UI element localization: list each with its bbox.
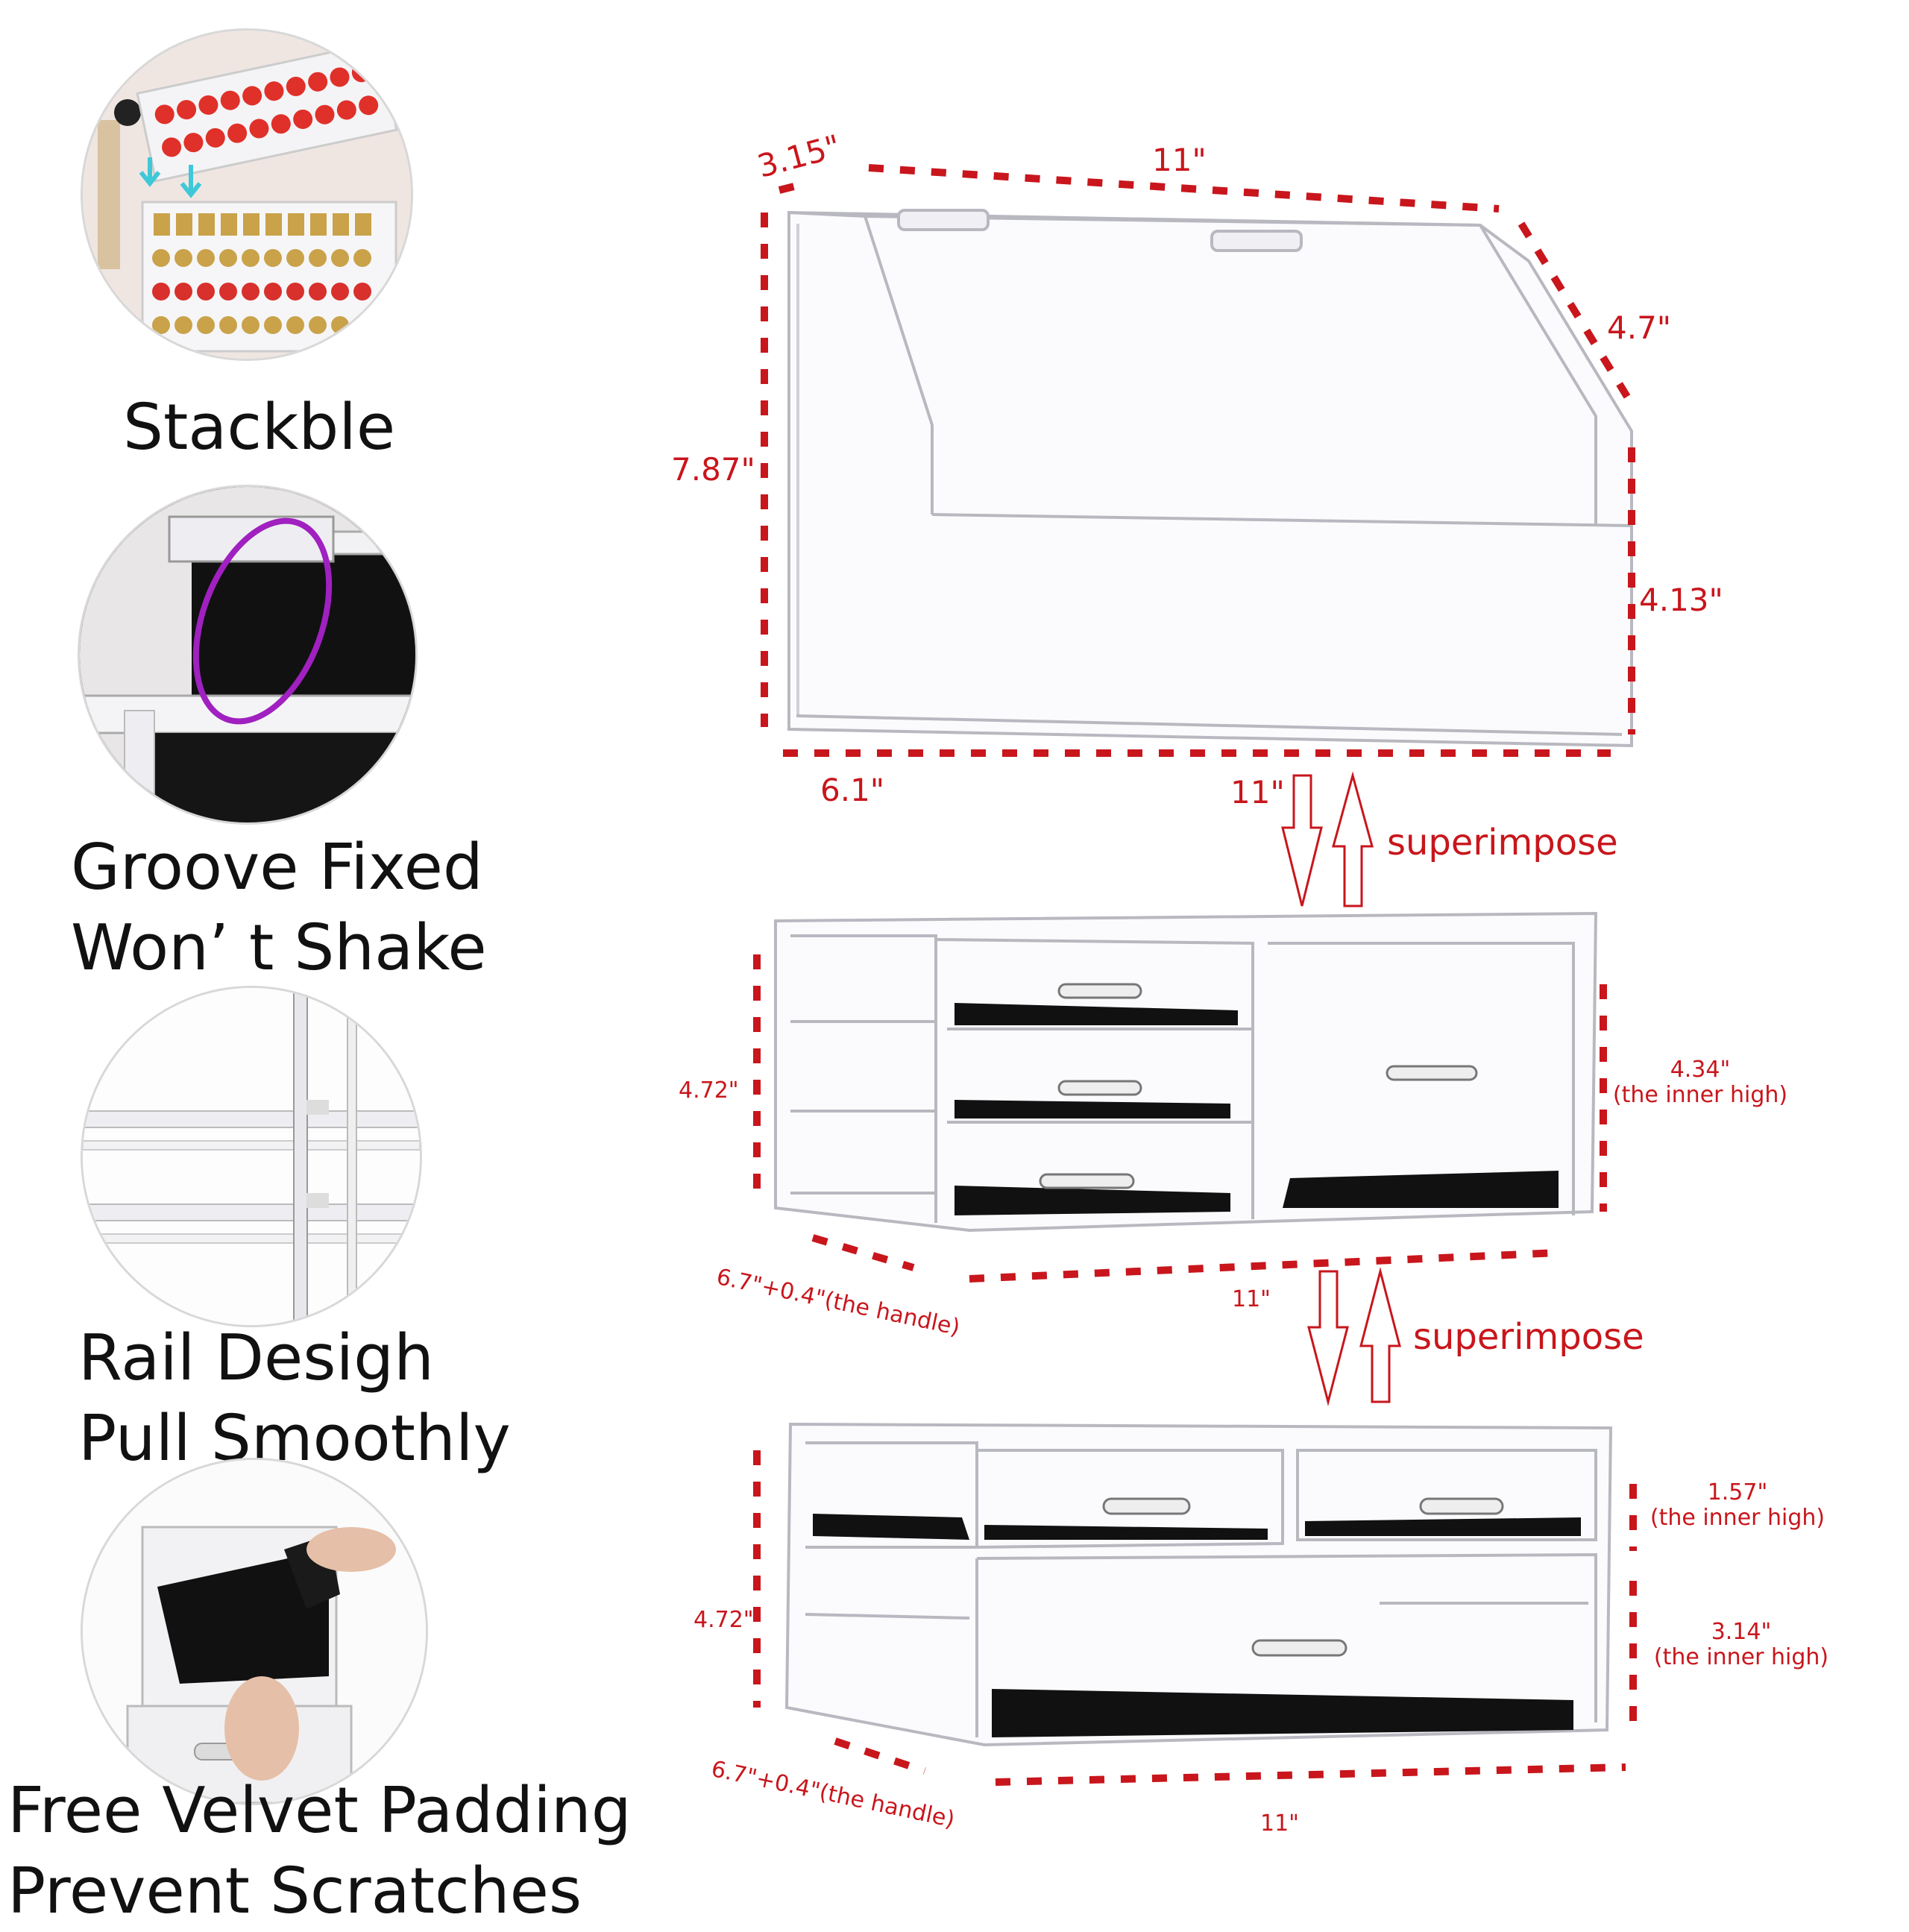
- dim-bottom-height: 4.72": [694, 1607, 754, 1633]
- arrow-up-1: [1332, 771, 1374, 907]
- rail-photo: [81, 986, 422, 1327]
- dim-bottom-width: 11": [1260, 1810, 1299, 1837]
- middle-handles: [1039, 983, 1478, 1189]
- bottom-velvet-pads: [813, 1514, 1581, 1737]
- bottom-drawer-unit: [784, 1422, 1613, 1747]
- dim-top-height: 7.87": [671, 451, 755, 488]
- superimpose-label-1: superimpose: [1387, 822, 1618, 863]
- dim-top-slope: 4.7": [1607, 309, 1672, 346]
- middle-velvet-pads: [954, 1003, 1559, 1215]
- dim-top-lower-height: 4.13": [1639, 582, 1723, 618]
- top-lid-unit: [787, 209, 1633, 748]
- arrow-down-2: [1307, 1270, 1349, 1406]
- superimpose-label-2: superimpose: [1413, 1316, 1644, 1358]
- dim-top-width: 11": [1152, 142, 1207, 178]
- feature-groove-label: Groove Fixed Won’ t Shake: [71, 831, 487, 985]
- middle-dimension-lines: [753, 954, 1607, 1283]
- stackable-photo: [81, 28, 413, 361]
- dim-middle-width: 11": [1232, 1286, 1271, 1312]
- middle-drawer-unit: [774, 911, 1598, 1233]
- dim-top-depth-bottom: 6.1": [820, 772, 885, 808]
- dim-bottom-inner-bottom: 3.14" (the inner high): [1653, 1619, 1829, 1670]
- velvet-photo: [81, 1458, 428, 1805]
- feature-stackable-label: Stackble: [123, 391, 396, 465]
- bottom-dimension-lines: [753, 1450, 1637, 1786]
- dim-middle-inner: 4.34" (the inner high): [1612, 1057, 1788, 1108]
- top-dimension-lines: [761, 164, 1637, 757]
- dim-middle-height: 4.72": [679, 1077, 739, 1104]
- groove-photo: [78, 485, 418, 825]
- arrow-up-2: [1359, 1267, 1401, 1403]
- dim-bottom-inner-top: 1.57" (the inner high): [1649, 1479, 1825, 1531]
- bottom-handles: [1102, 1497, 1504, 1657]
- dim-top-width-bottom: 11": [1230, 774, 1285, 811]
- arrow-down-1: [1281, 774, 1323, 907]
